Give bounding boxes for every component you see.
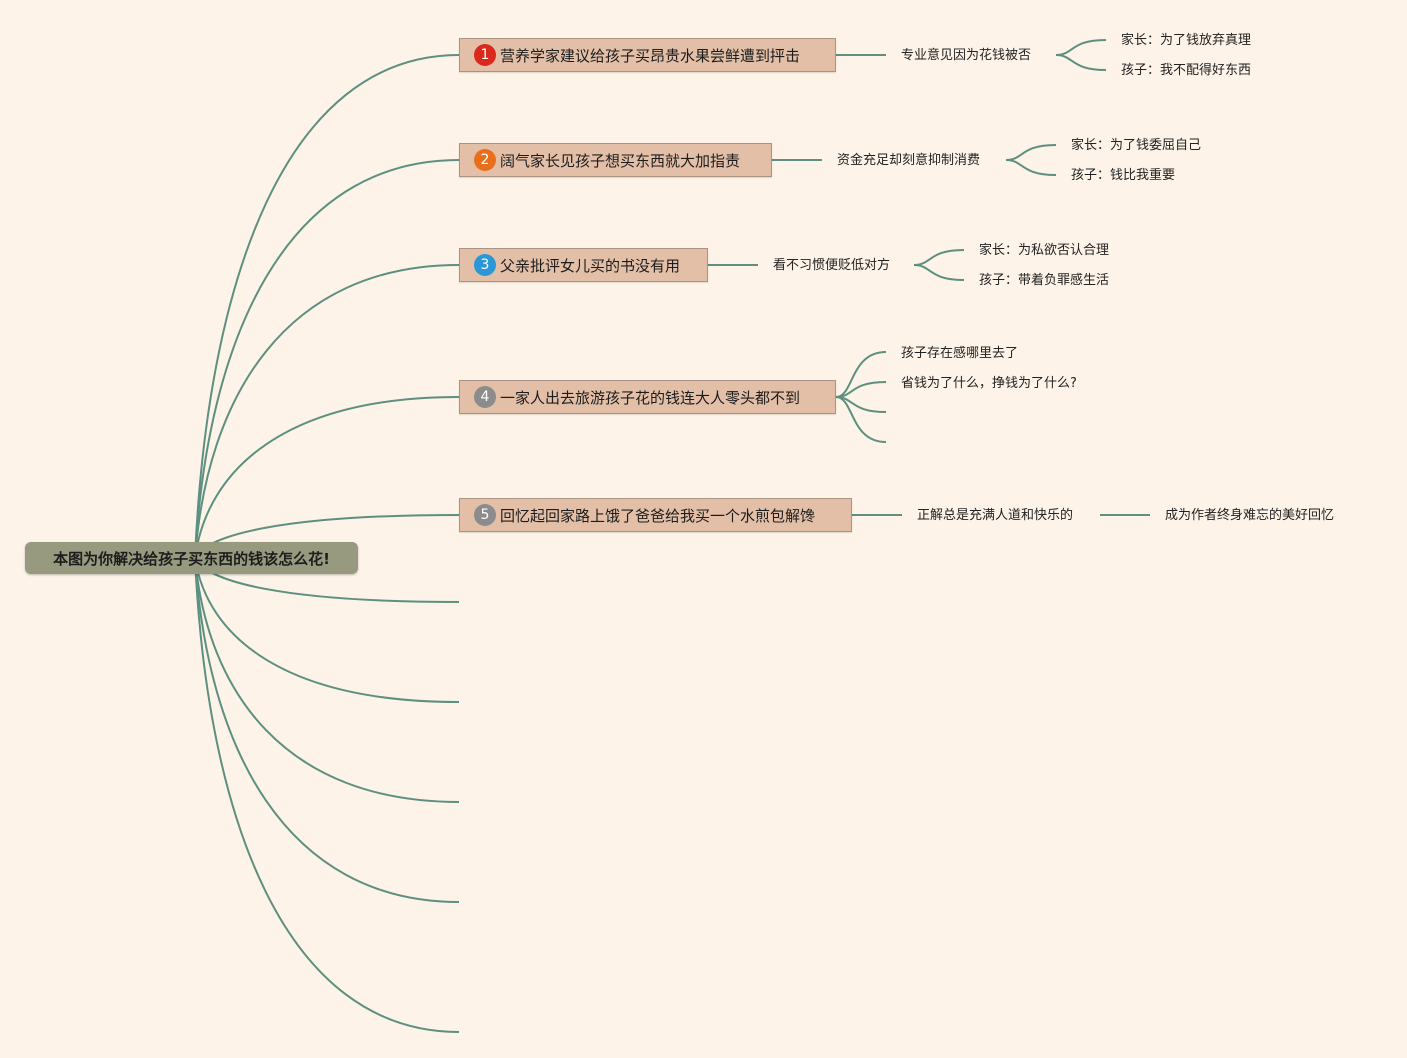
leaf-fork-line — [835, 396, 887, 443]
leaf-1-1[interactable]: 家长：为了钱放弃真理 — [1121, 33, 1252, 48]
topic-label: 阔气家长见孩子想买东西就大加指责 — [500, 151, 741, 170]
topic-3[interactable]: 3 父亲批评女儿买的书没有用 — [459, 248, 708, 282]
leaf-1-2[interactable]: 孩子：我不配得好东西 — [1121, 63, 1252, 78]
subtopic-3[interactable]: 看不习惯便贬低对方 — [773, 258, 891, 273]
leaf-fork-line — [1055, 54, 1107, 71]
leaf-3-1[interactable]: 家长：为私欲否认合理 — [979, 243, 1110, 258]
topic-label: 营养学家建议给孩子买昂贵水果尝鲜遭到抨击 — [500, 46, 801, 65]
topic-label: 一家人出去旅游孩子花的钱连大人零头都不到 — [500, 388, 801, 407]
subtopic-2[interactable]: 资金充足却刻意抑制消费 — [837, 153, 981, 168]
root-branch-line — [194, 159, 460, 559]
leaf-fork-line — [1055, 39, 1107, 56]
root-branch-line — [194, 557, 460, 1033]
root-topic-label: 本图为你解决给孩子买东西的钱该怎么花! — [53, 549, 330, 568]
root-branch-line — [194, 396, 460, 559]
topic-1[interactable]: 1 营养学家建议给孩子买昂贵水果尝鲜遭到抨击 — [459, 38, 836, 72]
leaf-4-2[interactable]: 省钱为了什么，挣钱为了什么? — [901, 376, 1077, 391]
topic-label: 回忆起回家路上饿了爸爸给我买一个水煎包解馋 — [500, 506, 816, 525]
root-branch-line — [194, 557, 460, 903]
leaf-4-1[interactable]: 孩子存在感哪里去了 — [901, 346, 1019, 361]
leaf-3-2[interactable]: 孩子：带着负罪感生活 — [979, 273, 1110, 288]
leaf-fork-line — [1005, 159, 1057, 176]
leaf-fork-line — [913, 264, 965, 281]
leaf-fork-line — [913, 249, 965, 266]
leaf-2-2[interactable]: 孩子：钱比我重要 — [1071, 168, 1176, 183]
root-branch-line — [194, 557, 460, 703]
leaf-fork-line — [835, 351, 887, 398]
root-branch-line — [194, 54, 460, 559]
number-badge-icon: 3 — [474, 254, 496, 276]
number-badge-icon: 2 — [474, 149, 496, 171]
root-topic[interactable]: 本图为你解决给孩子买东西的钱该怎么花! — [25, 542, 358, 574]
topic-5[interactable]: 5 回忆起回家路上饿了爸爸给我买一个水煎包解馋 — [459, 498, 852, 532]
root-branch-line — [194, 557, 460, 803]
number-badge-icon: 1 — [474, 44, 496, 66]
topic-4[interactable]: 4 一家人出去旅游孩子花的钱连大人零头都不到 — [459, 380, 836, 414]
number-badge-icon: 5 — [474, 504, 496, 526]
leaf-2-1[interactable]: 家长：为了钱委屈自己 — [1071, 138, 1202, 153]
subtopic-1[interactable]: 专业意见因为花钱被否 — [901, 48, 1032, 63]
subtopic-5[interactable]: 正解总是充满人道和快乐的 — [917, 508, 1074, 523]
root-branch-line — [194, 264, 460, 559]
leaf-fork-line — [1005, 144, 1057, 161]
number-badge-icon: 4 — [474, 386, 496, 408]
topic-2[interactable]: 2 阔气家长见孩子想买东西就大加指责 — [459, 143, 772, 177]
leaf-5-1[interactable]: 成为作者终身难忘的美好回忆 — [1165, 508, 1335, 523]
topic-label: 父亲批评女儿买的书没有用 — [500, 256, 681, 275]
